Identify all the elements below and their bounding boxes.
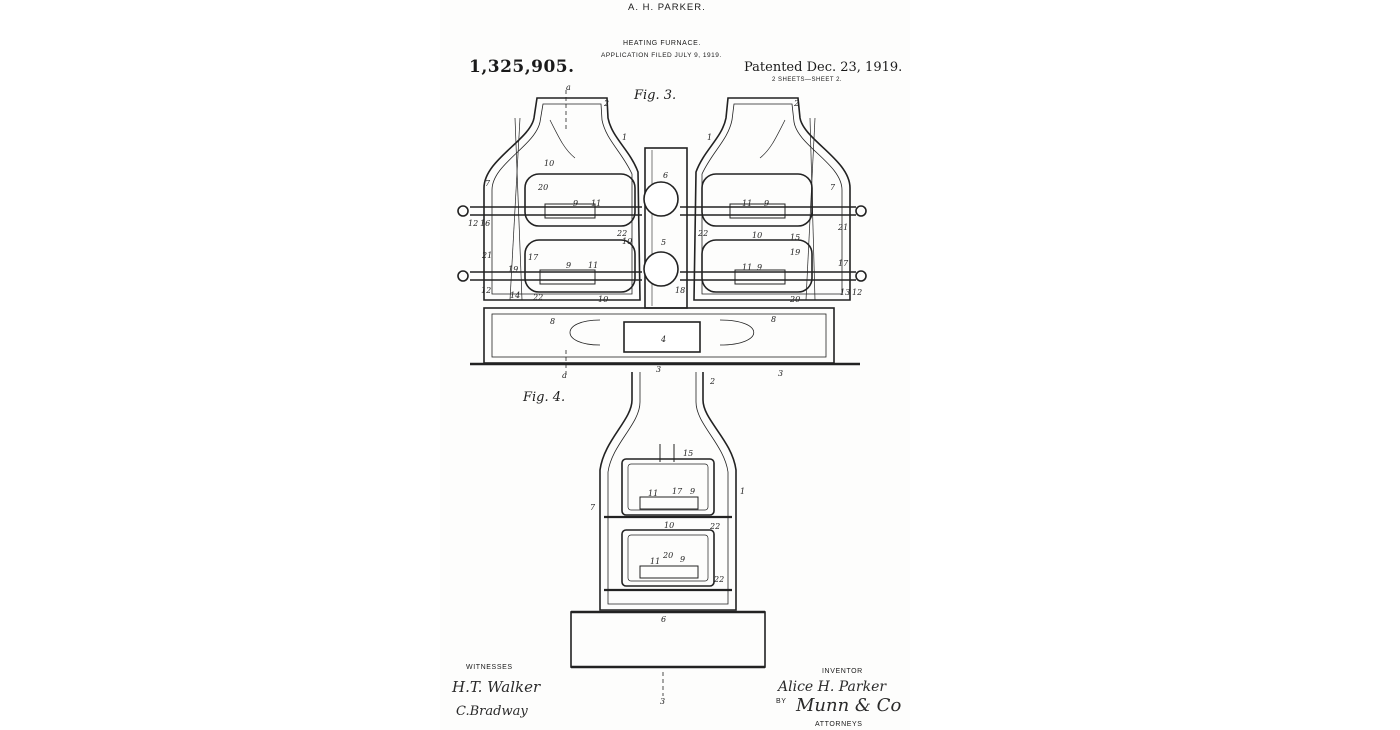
svg-text:6: 6	[661, 615, 666, 624]
svg-text:22: 22	[713, 575, 724, 584]
svg-text:10: 10	[752, 231, 762, 240]
inventor-label: INVENTOR	[822, 668, 863, 675]
svg-text:17: 17	[672, 487, 683, 496]
svg-text:15: 15	[683, 449, 693, 458]
fig4-drawing	[570, 372, 766, 696]
svg-text:1: 1	[740, 487, 745, 496]
svg-text:8: 8	[771, 315, 776, 324]
svg-text:22: 22	[532, 293, 543, 302]
svg-text:4: 4	[660, 335, 666, 344]
svg-text:13: 13	[840, 288, 850, 297]
svg-text:3: 3	[660, 697, 665, 706]
svg-text:7: 7	[830, 183, 836, 192]
svg-text:a: a	[562, 371, 567, 380]
svg-text:22: 22	[697, 229, 708, 238]
patent-title: HEATING FURNACE.	[623, 40, 701, 47]
svg-text:20: 20	[662, 551, 673, 560]
svg-text:9: 9	[764, 199, 769, 208]
svg-text:21: 21	[481, 251, 492, 260]
svg-text:11: 11	[648, 489, 658, 498]
svg-text:1: 1	[622, 133, 627, 142]
attorney-signature: Munn & Co	[796, 695, 902, 716]
patent-number: 1,325,905.	[469, 57, 575, 77]
svg-text:2: 2	[793, 99, 799, 108]
reference-numerals: 2 1 10 7 20 9 11 12 16 22 10 21 17 19 9 …	[468, 83, 862, 706]
svg-text:11: 11	[591, 199, 601, 208]
svg-text:9: 9	[757, 263, 762, 272]
svg-text:19: 19	[790, 248, 800, 257]
witness-signature-bradway: C.Bradway	[456, 704, 528, 719]
inventor-name-header: A. H. PARKER.	[628, 2, 706, 13]
svg-text:12: 12	[468, 219, 478, 228]
svg-text:11: 11	[588, 261, 598, 270]
svg-text:17: 17	[838, 259, 849, 268]
svg-text:3: 3	[656, 365, 661, 374]
svg-text:7: 7	[590, 503, 596, 512]
svg-text:18: 18	[675, 286, 685, 295]
svg-text:22: 22	[709, 522, 720, 531]
svg-text:22: 22	[616, 229, 627, 238]
witnesses-label: WITNESSES	[466, 664, 513, 671]
svg-text:21: 21	[837, 223, 848, 232]
svg-text:1: 1	[707, 133, 712, 142]
svg-text:9: 9	[573, 199, 578, 208]
svg-text:11: 11	[650, 557, 660, 566]
svg-text:8: 8	[550, 317, 555, 326]
svg-text:10: 10	[664, 521, 674, 530]
inventor-signature: Alice H. Parker	[778, 679, 887, 695]
svg-text:a: a	[566, 83, 571, 92]
svg-text:3: 3	[778, 369, 783, 378]
svg-text:10: 10	[622, 237, 632, 246]
svg-text:2: 2	[709, 377, 715, 386]
by-label: BY	[776, 698, 787, 705]
sheet-count: 2 SHEETS—SHEET 2.	[772, 77, 843, 83]
svg-text:5: 5	[661, 238, 666, 247]
svg-text:11: 11	[742, 263, 752, 272]
svg-text:12: 12	[481, 286, 491, 295]
svg-text:9: 9	[566, 261, 571, 270]
fig3-drawing	[457, 90, 867, 378]
svg-text:6: 6	[663, 171, 668, 180]
svg-text:19: 19	[508, 265, 518, 274]
svg-text:7: 7	[485, 179, 491, 188]
svg-text:14: 14	[510, 291, 520, 300]
svg-text:12: 12	[852, 288, 862, 297]
figure-4-label: Fig. 4.	[523, 390, 566, 405]
svg-text:2: 2	[603, 99, 609, 108]
application-filed-date: APPLICATION FILED JULY 9, 1919.	[601, 52, 722, 59]
svg-text:9: 9	[690, 487, 695, 496]
svg-text:16: 16	[480, 219, 490, 228]
svg-text:10: 10	[598, 295, 608, 304]
figure-3-label: Fig. 3.	[634, 88, 677, 103]
svg-text:20: 20	[789, 295, 800, 304]
svg-text:15: 15	[790, 233, 800, 242]
svg-text:17: 17	[528, 253, 539, 262]
patented-date: Patented Dec. 23, 1919.	[744, 60, 903, 75]
svg-text:20: 20	[537, 183, 548, 192]
svg-text:11: 11	[742, 199, 752, 208]
witness-signature-walker: H.T. Walker	[452, 678, 541, 696]
attorneys-label: ATTORNEYS	[815, 721, 863, 728]
svg-text:10: 10	[544, 159, 554, 168]
svg-text:9: 9	[680, 555, 685, 564]
